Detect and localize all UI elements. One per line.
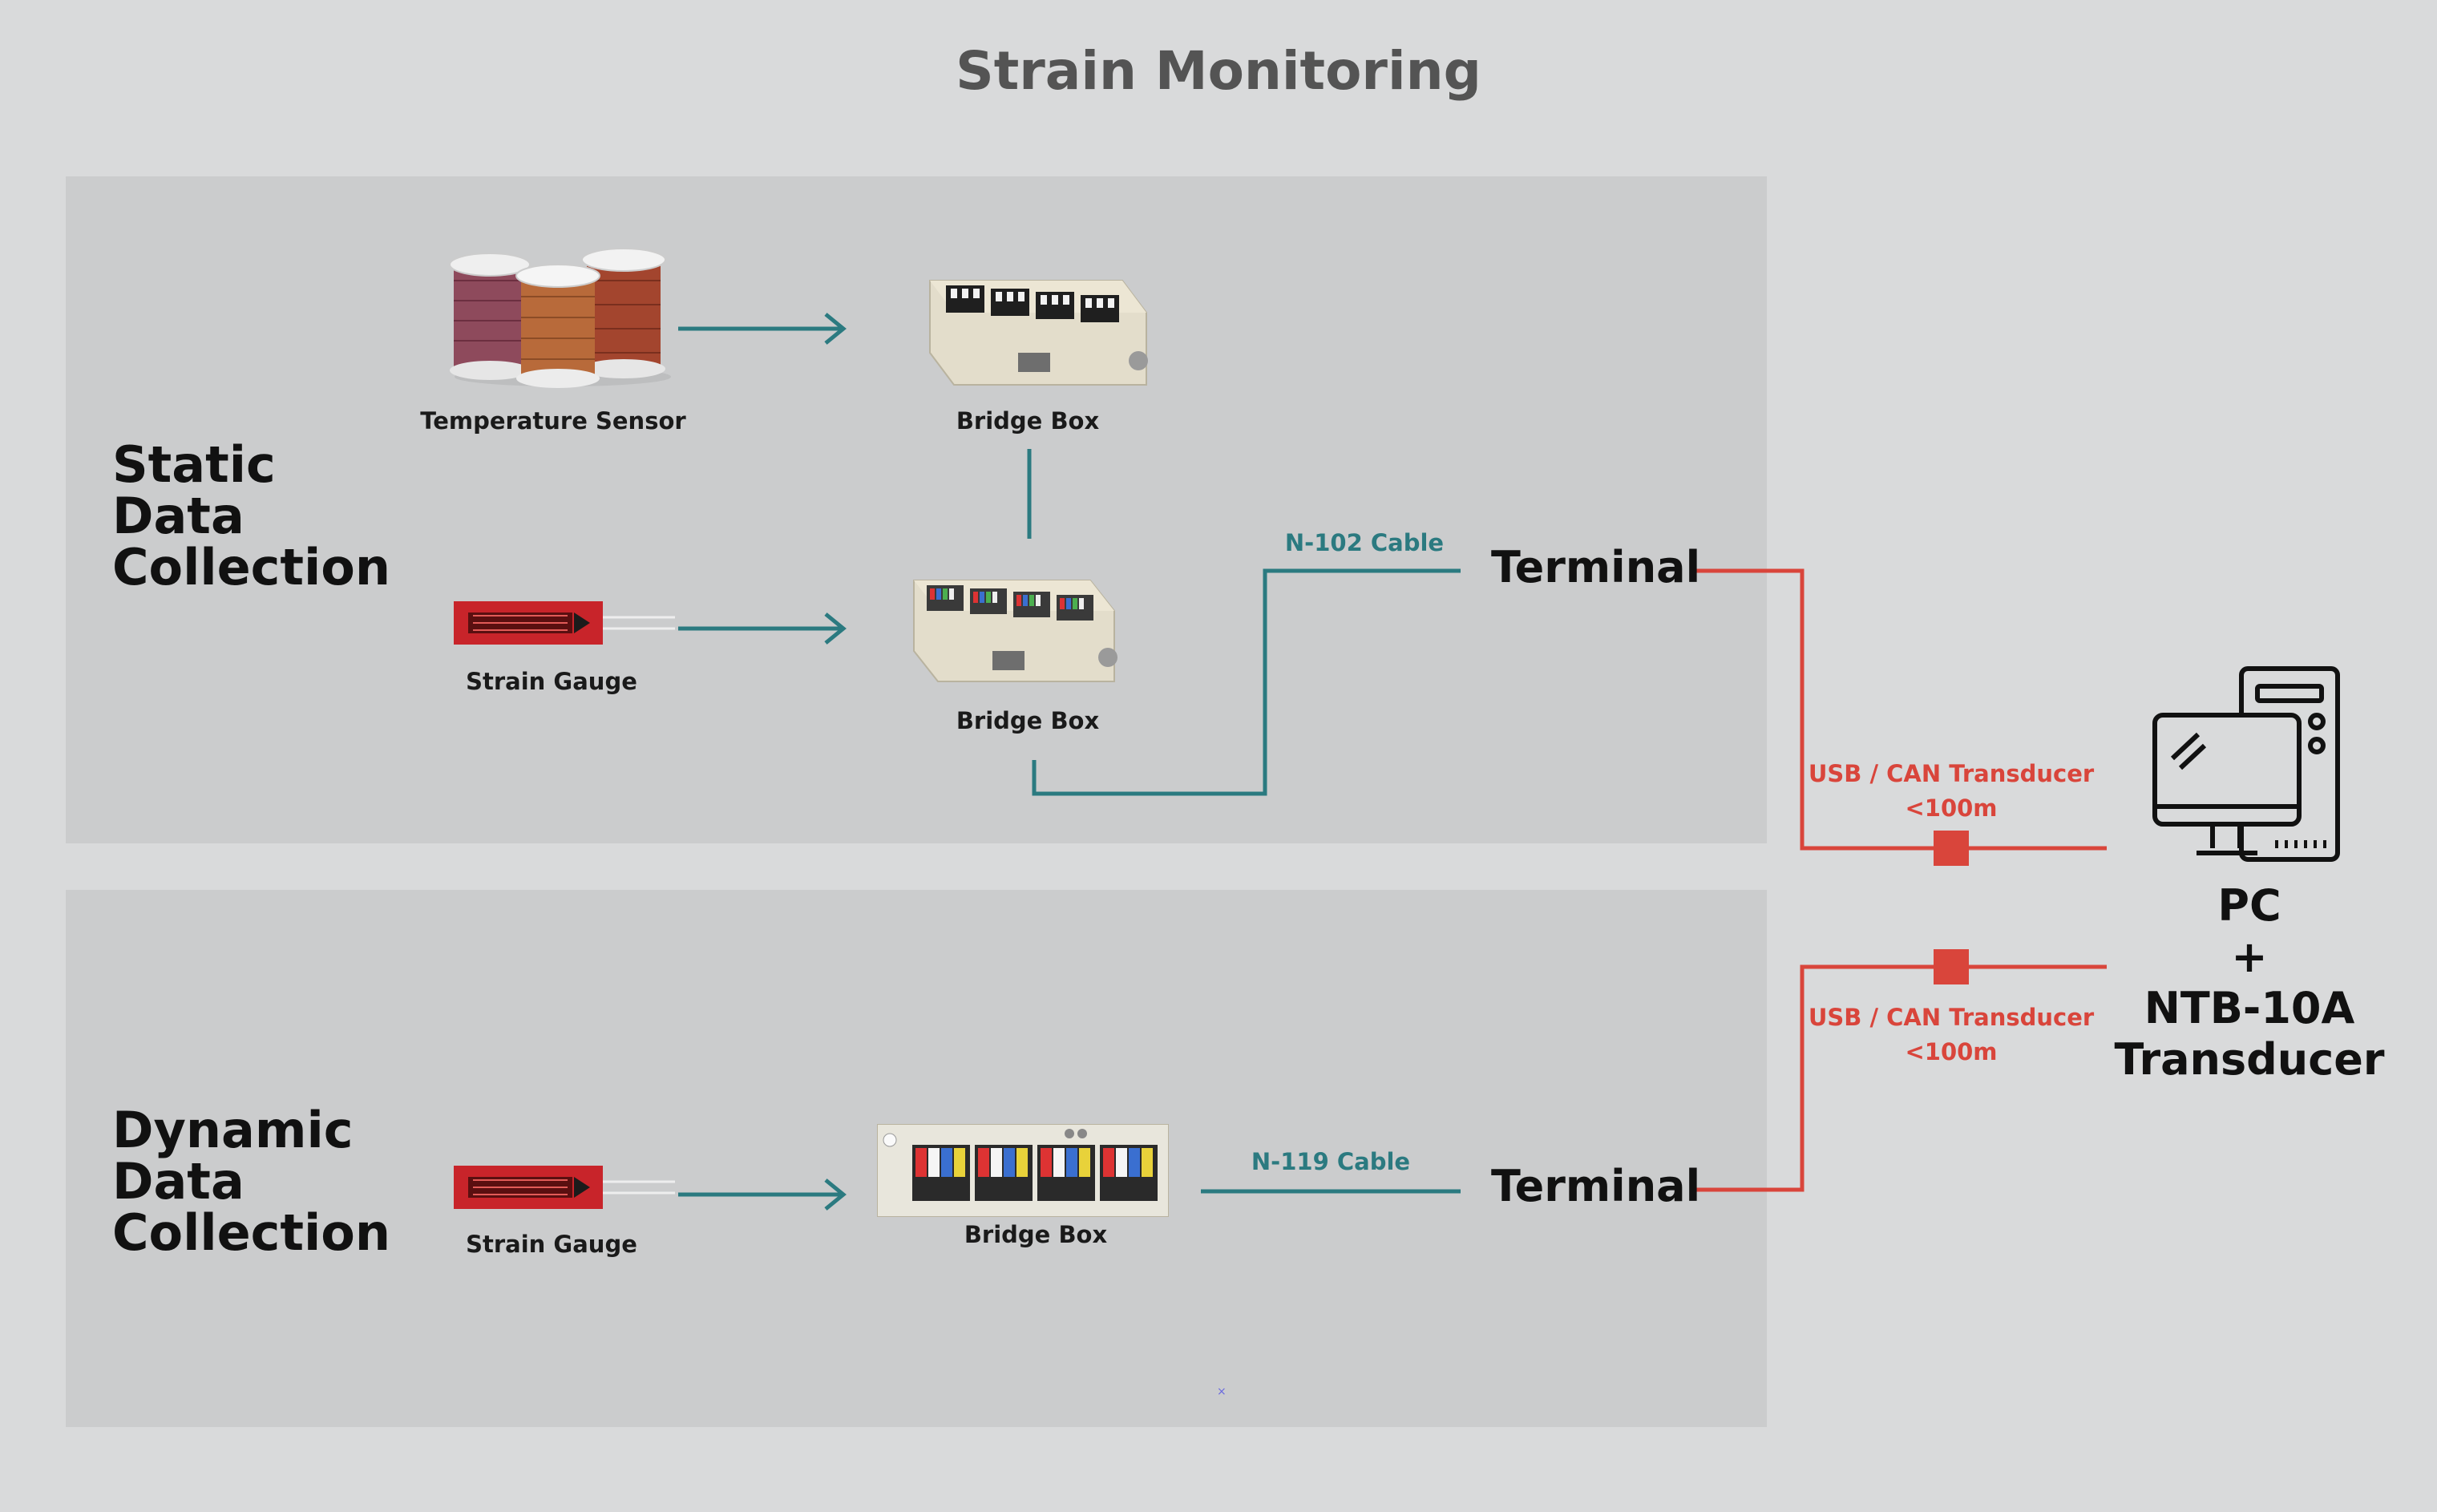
dynamic-strain-gauge-image bbox=[454, 1166, 675, 1209]
upper-usb-can-label: USB / CAN Transducer <100m bbox=[1809, 757, 2094, 826]
upper-usb-can-line-1: USB / CAN Transducer bbox=[1808, 760, 2095, 787]
page-title: Strain Monitoring bbox=[956, 40, 1481, 102]
upper-transducer-marker bbox=[1934, 831, 1969, 866]
bridge-box-top-image bbox=[929, 280, 1148, 386]
dynamic-bridge-box-image bbox=[877, 1124, 1169, 1217]
bridge-box-bottom-label: Bridge Box bbox=[956, 707, 1100, 734]
static-section-label: Static Data Collection bbox=[112, 439, 390, 593]
temperature-sensor-label: Temperature Sensor bbox=[420, 407, 686, 435]
static-label-line-1: Static bbox=[112, 435, 276, 494]
pc-label-line-1: PC bbox=[2217, 880, 2281, 931]
static-label-line-3: Collection bbox=[112, 538, 391, 596]
dynamic-section-label: Dynamic Data Collection bbox=[112, 1105, 390, 1259]
bridge-box-top-label: Bridge Box bbox=[956, 407, 1100, 435]
upper-usb-can-line-2: <100m bbox=[1905, 794, 1998, 822]
arrow-dynamic-strain-gauge-to-bridge bbox=[678, 1178, 847, 1211]
dynamic-bridge-box-label: Bridge Box bbox=[964, 1221, 1108, 1248]
lower-transducer-marker bbox=[1934, 949, 1969, 984]
bridge-box-bottom-image bbox=[913, 580, 1117, 682]
strain-gauge-image bbox=[454, 601, 675, 645]
static-label-line-2: Data bbox=[112, 487, 245, 545]
pc-label-line-2: + bbox=[2231, 932, 2268, 982]
lower-usb-can-line-2: <100m bbox=[1905, 1038, 1998, 1065]
dynamic-label-line-3: Collection bbox=[112, 1203, 391, 1262]
n119-cable-label: N-119 Cable bbox=[1251, 1148, 1411, 1175]
pc-label-line-3: NTB-10A bbox=[2144, 983, 2355, 1033]
static-terminal-label: Terminal bbox=[1491, 542, 1701, 592]
arrow-temperature-to-bridge bbox=[678, 313, 847, 345]
dynamic-label-line-2: Data bbox=[112, 1152, 245, 1211]
n102-cable-label: N-102 Cable bbox=[1284, 529, 1445, 556]
pc-label: PC + NTB-10A Transducer bbox=[2115, 880, 2385, 1085]
lower-usb-can-line-1: USB / CAN Transducer bbox=[1808, 1004, 2095, 1031]
dynamic-terminal-label: Terminal bbox=[1491, 1161, 1701, 1211]
dynamic-label-line-1: Dynamic bbox=[112, 1101, 354, 1159]
n102-cable-line bbox=[1032, 568, 1461, 796]
pc-icon bbox=[2152, 666, 2340, 862]
arrow-strain-gauge-to-bridge bbox=[678, 612, 847, 645]
temperature-sensor-image bbox=[449, 248, 671, 388]
dynamic-strain-gauge-label: Strain Gauge bbox=[466, 1231, 637, 1258]
static-data-collection-panel bbox=[66, 176, 1767, 843]
pc-label-line-4: Transducer bbox=[2114, 1034, 2385, 1085]
strain-gauge-label: Strain Gauge bbox=[466, 668, 637, 695]
tiny-mark: × bbox=[1217, 1385, 1227, 1398]
lower-usb-can-label: USB / CAN Transducer <100m bbox=[1809, 1001, 2094, 1069]
